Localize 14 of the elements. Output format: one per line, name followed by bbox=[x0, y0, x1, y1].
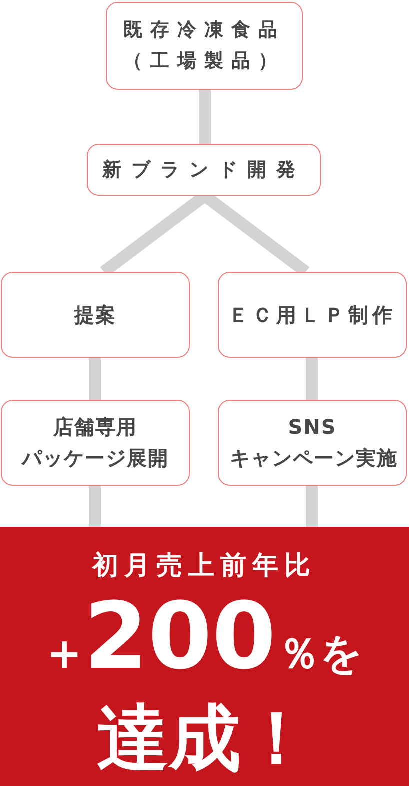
step-box: 既存冷凍食品（工場製品） bbox=[106, 2, 303, 90]
result-headline: +200％を達成！ bbox=[46, 595, 364, 780]
step-box: SNSキャンペーン実施 bbox=[218, 400, 407, 486]
connector-line bbox=[89, 358, 101, 400]
step-box: 提案 bbox=[1, 272, 190, 358]
step-box: 新ブランド開発 bbox=[87, 144, 321, 196]
connector-line bbox=[89, 486, 101, 527]
banner-heading: 初月売上前年比 bbox=[90, 550, 318, 583]
connector-line bbox=[199, 90, 211, 144]
step-box: 店舗専用パッケージ展開 bbox=[1, 400, 190, 486]
connector-line bbox=[306, 486, 318, 527]
step-box: ＥＣ用ＬＰ制作 bbox=[218, 272, 407, 358]
connector-line bbox=[306, 358, 318, 400]
result-banner bbox=[0, 527, 409, 786]
